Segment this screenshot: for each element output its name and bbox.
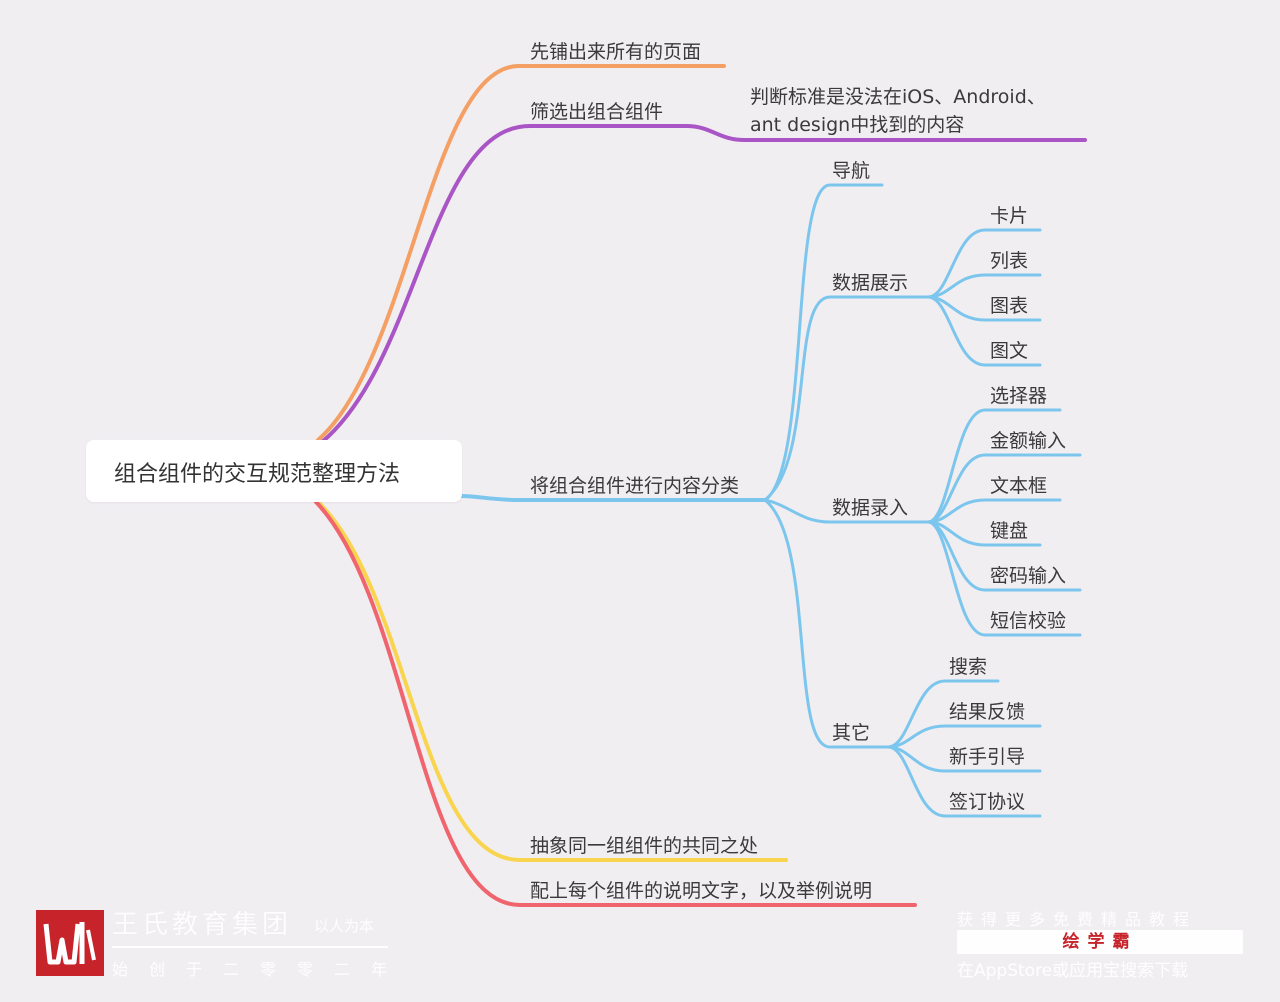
watermark-since: 始创于二零零二年	[112, 960, 409, 979]
edge-input-sms	[926, 520, 1082, 637]
node-classify-components: 将组合组件进行内容分类	[530, 475, 739, 497]
node-list-all-pages: 先铺出来所有的页面	[530, 41, 701, 63]
node-filter-combo-components: 筛选出组合组件	[530, 101, 663, 123]
edge-other-search	[886, 679, 1000, 749]
edge-root-to-describe	[314, 500, 917, 907]
edge-classify-to-display	[763, 295, 930, 502]
leaf-search: 搜索	[949, 656, 987, 678]
edge-display-card	[926, 228, 1042, 299]
edge-display-image-text	[926, 295, 1042, 367]
edge-root-to-pages	[316, 64, 726, 442]
leaf-text-box: 文本框	[990, 475, 1047, 497]
promo-download-hint: 在AppStore或应用宝搜索下载	[957, 961, 1189, 981]
leaf-sign-agreement: 签订协议	[949, 791, 1025, 813]
promo-brand: 绘学霸	[957, 930, 1243, 954]
edge-classify-to-other	[763, 498, 890, 749]
edge-classify-to-nav	[763, 183, 884, 502]
edge-classify-to-input	[763, 498, 930, 524]
edge-input-amount	[926, 453, 1082, 524]
root-node-box	[86, 440, 462, 502]
leaf-result-feedback: 结果反馈	[949, 701, 1025, 723]
node-data-input: 数据录入	[832, 497, 908, 519]
edge-other-agreement	[886, 745, 1042, 818]
leaf-selector: 选择器	[990, 385, 1047, 407]
node-filter-criteria-line1: 判断标准是没法在iOS、Android、	[750, 86, 1046, 108]
leaf-card: 卡片	[990, 205, 1028, 227]
node-navigation: 导航	[832, 160, 870, 182]
root-node-label: 组合组件的交互规范整理方法	[114, 462, 401, 487]
watermark-divider	[112, 946, 388, 948]
brand-logo-icon	[36, 910, 104, 976]
leaf-amount-input: 金额输入	[990, 430, 1066, 452]
leaf-list: 列表	[990, 250, 1028, 272]
leaf-sms-verification: 短信校验	[990, 610, 1066, 632]
node-add-descriptions: 配上每个组件的说明文字，以及举例说明	[530, 880, 872, 902]
edge-display-list	[926, 273, 1042, 299]
watermark-org-name: 王氏教育集团	[112, 910, 293, 940]
node-data-display: 数据展示	[832, 272, 908, 294]
edge-other-feedback	[886, 724, 1042, 749]
edge-input-textbox	[926, 498, 1062, 524]
edge-root-to-classify	[458, 494, 767, 502]
leaf-chart: 图表	[990, 295, 1028, 317]
node-filter-criteria-line2: ant design中找到的内容	[750, 114, 964, 136]
leaf-image-text: 图文	[990, 340, 1028, 362]
node-other: 其它	[832, 722, 870, 744]
edge-root-to-abstract	[316, 500, 788, 862]
promo-tagline: 获得更多免费精品教程	[957, 910, 1198, 929]
edge-input-selector	[926, 408, 1062, 524]
leaf-keyboard: 键盘	[990, 520, 1028, 542]
leaf-onboarding-guide: 新手引导	[949, 746, 1025, 768]
leaf-password-input: 密码输入	[990, 565, 1066, 587]
node-abstract-commonality: 抽象同一组组件的共同之处	[530, 835, 758, 857]
edge-root-to-filter	[320, 124, 1087, 444]
watermark-slogan: 以人为本	[314, 917, 375, 935]
